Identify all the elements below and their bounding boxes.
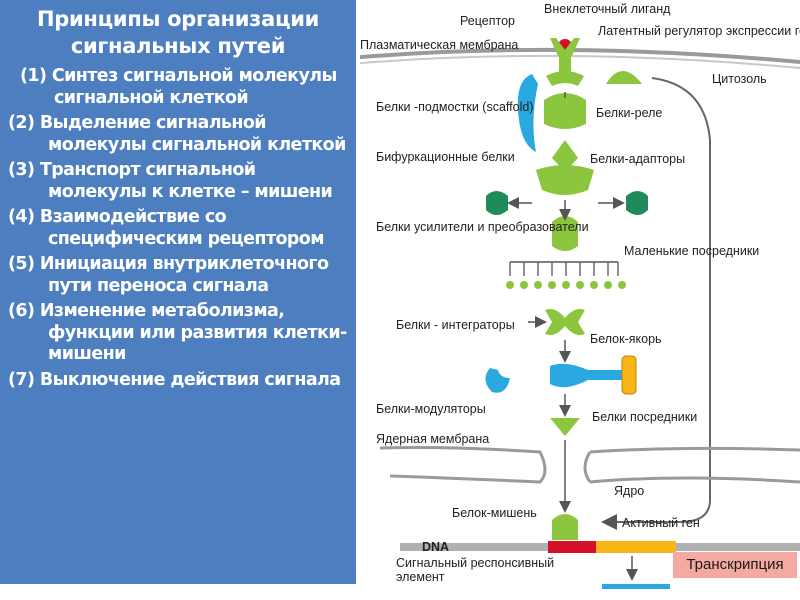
transcription-badge: Транскрипция <box>673 552 797 578</box>
modulator-label: Белки-модуляторы <box>376 402 486 416</box>
anchor-protein-icon <box>550 355 637 395</box>
principles-panel: Принципы организации сигнальных путей (1… <box>0 0 356 584</box>
amplifier-protein-icon <box>552 216 578 251</box>
nucleus-label: Ядро <box>614 484 645 498</box>
signaling-pathway-diagram: Внеклеточный лиганд Рецептор Латентный р… <box>360 0 800 600</box>
target-protein-label: Белок-мишень <box>452 506 537 520</box>
receptor-label: Рецептор <box>460 14 515 28</box>
amplifier-label: Белки усилители и преобразователи <box>376 220 589 234</box>
cytosol-label: Цитозоль <box>712 72 767 86</box>
plasma-membrane-label: Плазматическая мембрана <box>360 38 519 52</box>
principle-step-2: (2) Выделение сигнальной молекулы сигнал… <box>8 113 346 155</box>
bifurcation-protein-icon <box>536 165 594 195</box>
scaffold-icon <box>517 74 538 152</box>
adaptor-protein-icon <box>552 140 578 172</box>
principles-list: (1) Синтез сигнальной молекулы сигнально… <box>8 66 348 391</box>
mediator-label: Белки посредники <box>592 410 698 424</box>
response-element <box>548 541 598 553</box>
integrator-label: Белки - интеграторы <box>396 318 515 332</box>
principle-step-1: (1) Синтез сигнальной молекулы сигнально… <box>20 66 337 108</box>
latent-regulator-icon <box>606 71 642 84</box>
nuclear-membrane-label: Ядерная мембрана <box>376 432 490 446</box>
principle-step-6: (6) Изменение метаболизма, функции или р… <box>8 301 347 364</box>
bifurcation-label: Бифуркационные белки <box>376 150 515 164</box>
principle-step-7: (7) Выключение действия сигнала <box>8 369 341 390</box>
integrator-protein-icon <box>545 309 585 335</box>
principle-step-3: (3) Транспорт сигнальной молекулы к клет… <box>8 160 333 202</box>
teal-protein-left-icon <box>486 191 508 215</box>
small-mediators-label: Маленькие посредники <box>624 244 760 258</box>
adaptor-label: Белки-адапторы <box>590 152 686 166</box>
active-gene-label: Активный ген <box>622 516 700 530</box>
scaffold-label: Белки -подмостки (scaffold) <box>376 100 534 114</box>
active-gene <box>596 541 676 553</box>
small-mediators-icon <box>506 261 626 289</box>
latent-regulator-label: Латентный регулятор экспрессии генов <box>598 24 800 38</box>
principle-step-5: (5) Инициация внутриклеточного пути пере… <box>8 254 329 296</box>
relay-protein-icon <box>544 93 586 129</box>
response-element-label: Сигнальный респонсивный элемент <box>396 556 555 584</box>
pathway-graphics <box>360 38 800 589</box>
modulator-protein-icon <box>485 368 510 393</box>
dna-label: DNA <box>422 540 450 554</box>
nuclear-membrane <box>379 446 800 484</box>
principle-step-4: (4) Взаимодействие со специфическим реце… <box>8 207 325 249</box>
mediator-protein-icon <box>550 418 580 436</box>
ligand-label: Внеклеточный лиганд <box>544 2 671 16</box>
relay-label: Белки-реле <box>596 106 663 120</box>
dna-strand <box>400 541 800 553</box>
target-protein-icon <box>552 514 578 540</box>
anchor-label: Белок-якорь <box>590 332 662 346</box>
panel-title: Принципы организации сигнальных путей <box>36 7 320 58</box>
latent-regulator-path <box>601 77 711 530</box>
teal-protein-right-icon <box>626 191 648 215</box>
mrna-bar <box>602 584 670 589</box>
receptor-icon <box>546 38 584 86</box>
